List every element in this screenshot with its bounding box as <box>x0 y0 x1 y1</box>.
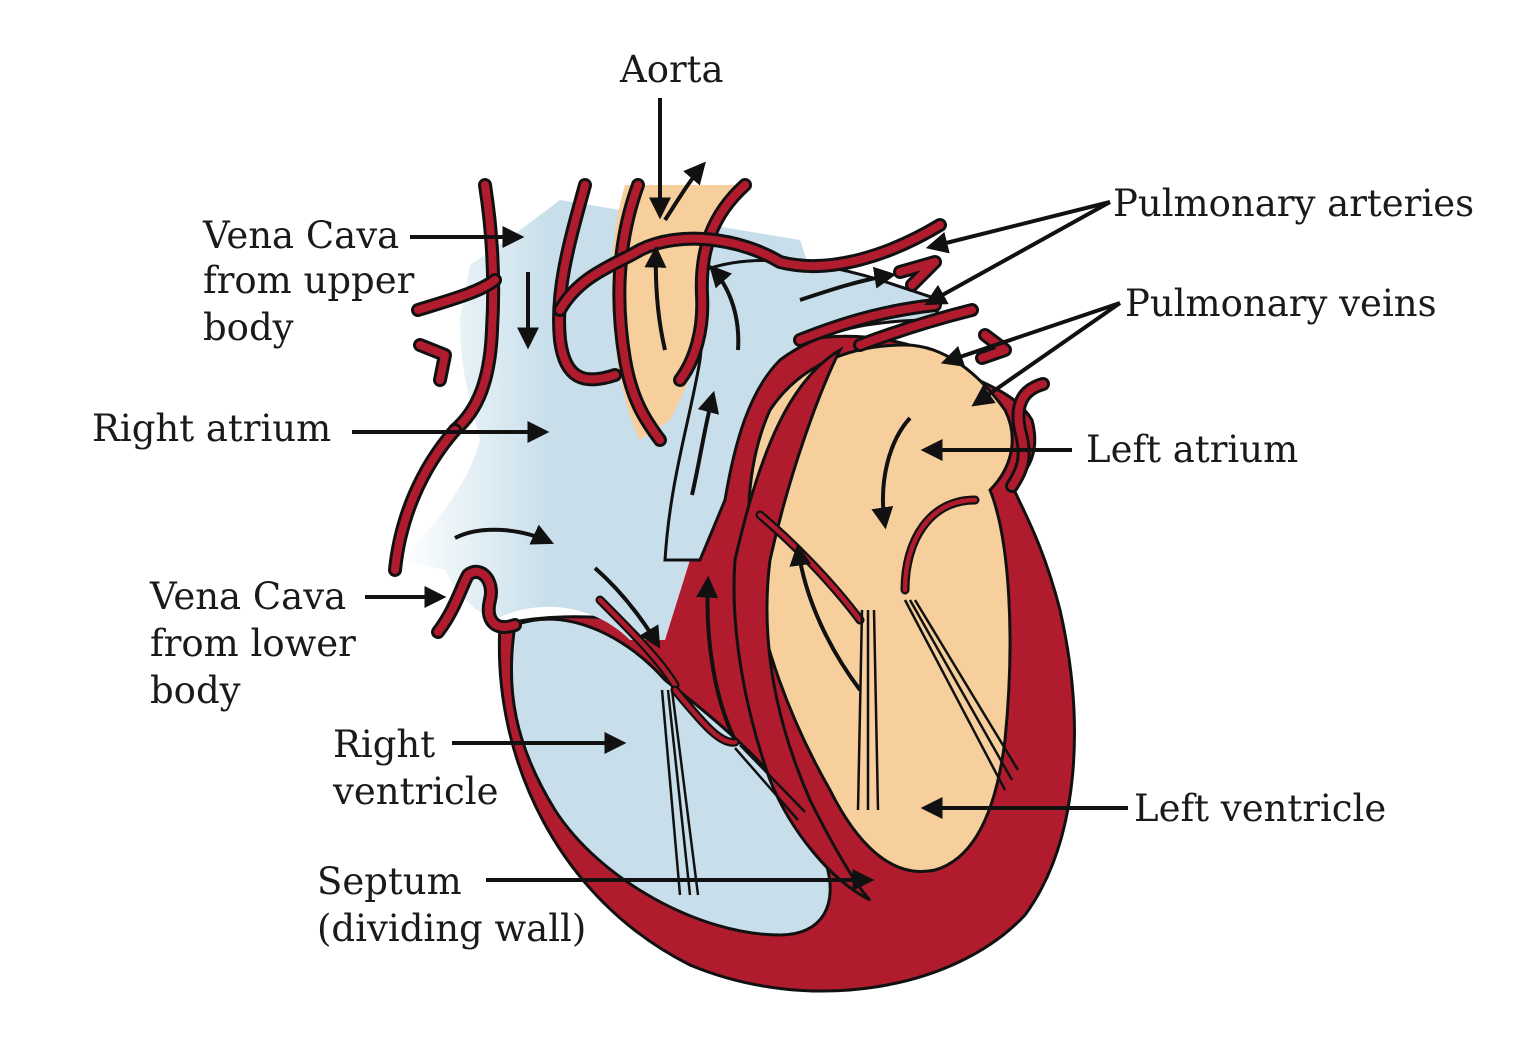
label-left-atrium-group: Left atrium <box>920 428 1298 471</box>
label-pulmonary-arteries: Pulmonary arteries <box>1113 182 1474 225</box>
label-vena-cava-lower-line-2: from lower <box>150 622 356 665</box>
label-septum-line-1: Septum <box>317 860 462 903</box>
label-vena-cava-lower: Vena Cava from lower body <box>149 575 368 712</box>
label-septum: Septum (dividing wall) <box>317 860 586 950</box>
label-pulmonary-veins-group: Pulmonary veins <box>940 282 1437 407</box>
label-left-ventricle-group: Left ventricle <box>920 787 1386 830</box>
label-right-atrium: Right atrium <box>92 407 331 450</box>
label-aorta-group: Aorta <box>619 48 724 220</box>
label-pulmonary-arteries-group: Pulmonary arteries <box>924 182 1474 306</box>
label-right-ventricle: Right ventricle <box>332 723 498 813</box>
label-septum-line-2: (dividing wall) <box>317 907 586 950</box>
label-right-ventricle-line-2: ventricle <box>332 770 498 813</box>
label-left-atrium: Left atrium <box>1086 428 1298 471</box>
label-left-ventricle: Left ventricle <box>1134 787 1386 830</box>
label-right-ventricle-group: Right ventricle <box>332 723 627 813</box>
blood-flow-arrows <box>454 161 912 741</box>
chordae-tendineae <box>660 599 1020 896</box>
label-right-ventricle-line-1: Right <box>333 723 435 766</box>
label-septum-group: Septum (dividing wall) <box>317 860 875 950</box>
label-vena-cava-upper: Vena Cava from upper body <box>202 214 426 349</box>
label-vena-cava-upper-group: Vena Cava from upper body <box>202 214 525 349</box>
label-vena-cava-lower-line-3: body <box>150 669 241 712</box>
label-vena-cava-upper-line-2: from upper <box>203 259 415 302</box>
label-vena-cava-upper-line-1: Vena Cava <box>202 214 399 257</box>
label-vena-cava-upper-line-3: body <box>203 306 294 349</box>
label-vena-cava-lower-line-1: Vena Cava <box>149 575 346 618</box>
pulmonary-trunk <box>663 258 942 562</box>
label-pulmonary-veins: Pulmonary veins <box>1125 282 1437 325</box>
heart-illustration <box>388 161 1076 993</box>
label-vena-cava-lower-group: Vena Cava from lower body <box>149 575 447 712</box>
label-aorta: Aorta <box>619 48 724 91</box>
label-right-atrium-group: Right atrium <box>92 407 550 450</box>
